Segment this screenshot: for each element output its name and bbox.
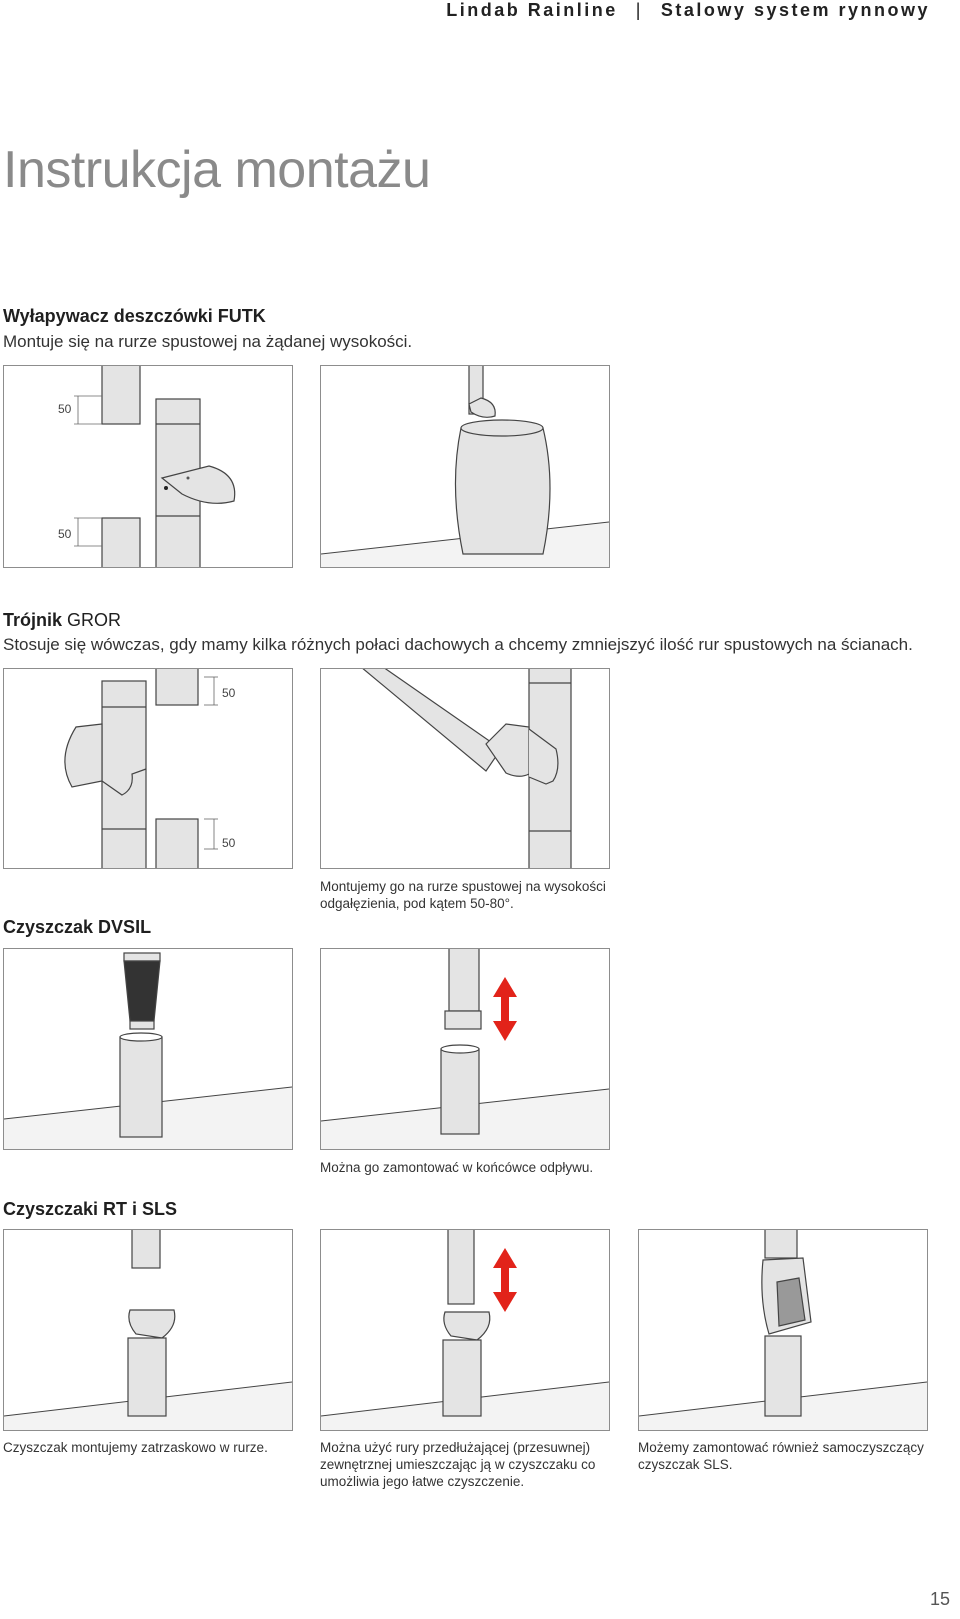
dvsil-panel-1 (3, 948, 293, 1150)
sls-panel (638, 1229, 928, 1431)
gror-title-rest: GROR (62, 610, 122, 630)
header-separator: | (635, 0, 643, 20)
gror-caption: Montujemy go na rurze spustowej na wysok… (320, 879, 606, 911)
rt-sls-title: Czyszczaki RT i SLS (3, 1199, 178, 1219)
rt-panel-1 (3, 1229, 293, 1431)
rt-extension-illustration (321, 1230, 609, 1430)
page-number: 15 (929, 1589, 950, 1609)
dimension-label: 50 (58, 527, 72, 541)
gror-title-bold: Trójnik (3, 610, 63, 630)
dvsil-mesh-illustration (4, 952, 292, 1149)
rt-cleaner-illustration (4, 1230, 292, 1430)
rt-caption-1: Czyszczak montujemy zatrzaskowo w rurze. (3, 1440, 268, 1455)
dvsil-caption: Można go zamontować w końcówce odpływu. (320, 1160, 594, 1175)
header-subtitle: Stalowy system rynnowy (660, 0, 930, 20)
gror-title: Trójnik GROR (3, 610, 121, 631)
futk-diagram: 50 50 (58, 366, 236, 567)
gror-diagram: 50 50 (64, 669, 236, 868)
dvsil-panel-2 (320, 948, 610, 1150)
running-header: Lindab Rainline | Stalowy system rynnowy (446, 0, 930, 21)
sls-caption: Możemy zamontować również samoczyszczący… (638, 1440, 924, 1472)
gror-text: Stosuje się wówczas, gdy mamy kilka różn… (3, 635, 913, 654)
futk-barrel-illustration (321, 366, 609, 567)
gror-diagram-panel: 50 50 (3, 668, 293, 869)
dimension-label: 50 (222, 686, 236, 700)
sls-cleaner-illustration (639, 1230, 927, 1430)
rt-panel-2 (320, 1229, 610, 1431)
rt-caption-2: Można użyć rury przedłużającej (przesuwn… (320, 1440, 596, 1489)
futk-diagram-panel: 50 50 (3, 365, 293, 568)
header-brand: Lindab Rainline (446, 0, 618, 20)
gror-install-panel (320, 668, 610, 869)
page-title: Instrukcja montażu (3, 141, 431, 199)
dimension-label: 50 (222, 836, 236, 850)
futk-title: Wyłapywacz deszczówki FUTK (3, 306, 266, 326)
gror-install-illustration (362, 669, 572, 868)
futk-text: Montuje się na rurze spustowej na żądane… (3, 332, 413, 351)
dimension-label: 50 (58, 402, 72, 416)
dvsil-title: Czyszczak DVSIL (3, 917, 152, 937)
dvsil-install-illustration (321, 949, 609, 1149)
futk-barrel-panel (320, 365, 610, 568)
